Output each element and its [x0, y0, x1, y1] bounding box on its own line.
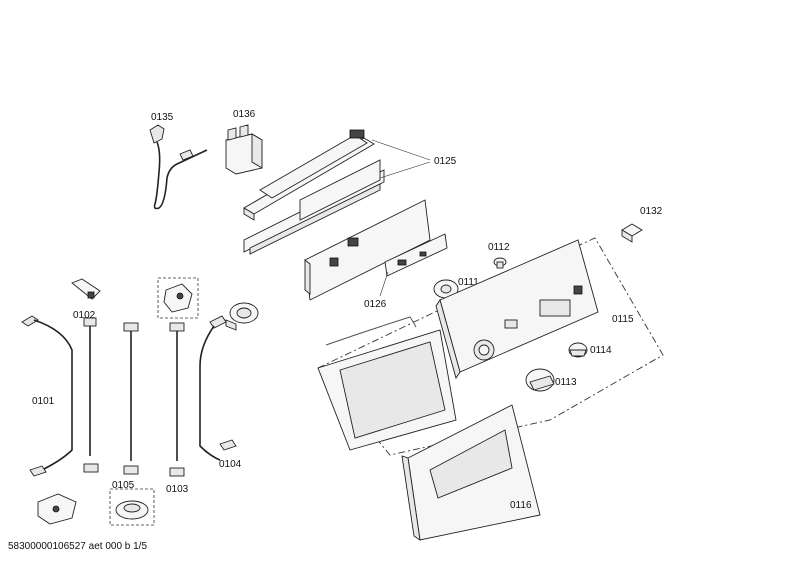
label-0112: 0112	[488, 242, 510, 253]
label-0105: 0105	[112, 480, 135, 491]
sensor-0102[interactable]	[71, 278, 101, 300]
label-0135: 0135	[151, 112, 174, 123]
label-0102: 0102	[73, 310, 96, 321]
control-panel-0115[interactable]	[435, 239, 599, 380]
label-0136: 0136	[233, 109, 256, 120]
drawer-handle-0116[interactable]	[401, 404, 541, 541]
cable-harness-0101[interactable]	[21, 315, 73, 477]
drawing-id-footer: 58300000106527 aet 000 b 1/5	[8, 541, 148, 552]
cable-harness-0104[interactable]	[199, 315, 237, 461]
drawer-frame[interactable]	[317, 316, 457, 451]
valve-component[interactable]	[37, 493, 77, 525]
pushbutton-0112[interactable]	[493, 257, 507, 269]
label-0114: 0114	[590, 345, 612, 356]
knob-0113[interactable]	[525, 368, 555, 392]
label-0125: 0125	[434, 156, 457, 167]
interference-suppressor-0136[interactable]	[225, 124, 263, 175]
bracket-0132[interactable]	[621, 223, 643, 243]
control-module-0125[interactable]	[243, 129, 431, 301]
motor-component[interactable]	[225, 302, 259, 331]
cable-harness-0103[interactable]	[169, 322, 185, 477]
power-cord-0135[interactable]	[149, 124, 208, 210]
knob-0114[interactable]	[568, 342, 588, 358]
drain-pump-box[interactable]	[109, 488, 155, 526]
label-0104: 0104	[219, 459, 242, 470]
label-0126: 0126	[364, 299, 387, 310]
label-0113: 0113	[555, 377, 577, 388]
label-0115: 0115	[612, 314, 634, 325]
pressure-switch-box[interactable]	[157, 277, 199, 319]
label-0132: 0132	[640, 206, 663, 217]
label-0101: 0101	[32, 396, 55, 407]
label-0116: 0116	[510, 500, 532, 511]
cable-harness-a[interactable]	[83, 317, 99, 473]
display-label-0126[interactable]	[384, 233, 448, 277]
cable-harness-0105[interactable]	[123, 322, 139, 475]
control-panel-outline	[317, 237, 664, 456]
label-0111: 0111	[458, 277, 479, 288]
label-0103: 0103	[166, 484, 189, 495]
